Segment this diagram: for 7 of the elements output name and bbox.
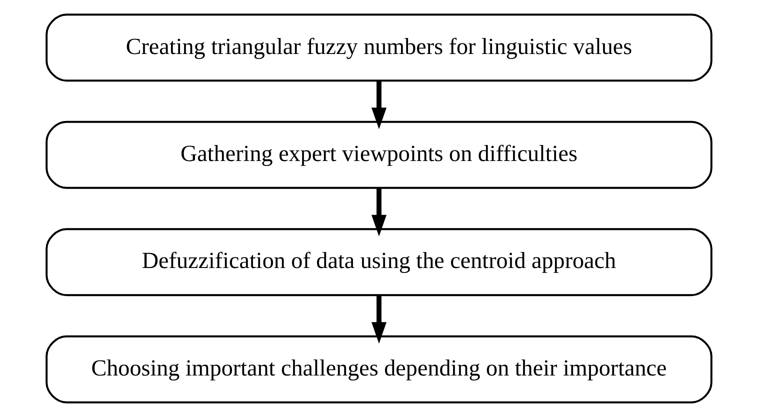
node-box: Choosing important challenges depending on their importance	[45, 335, 712, 404]
arrow	[370, 81, 386, 130]
node-box: Defuzzification of data using the centroid approach	[45, 228, 712, 296]
arrow	[370, 188, 386, 236]
node-box: Gathering expert viewpoints on difficulties	[45, 120, 712, 189]
node-box: Creating triangular fuzzy numbers for linguistic values	[45, 14, 712, 82]
arrow	[370, 296, 386, 344]
